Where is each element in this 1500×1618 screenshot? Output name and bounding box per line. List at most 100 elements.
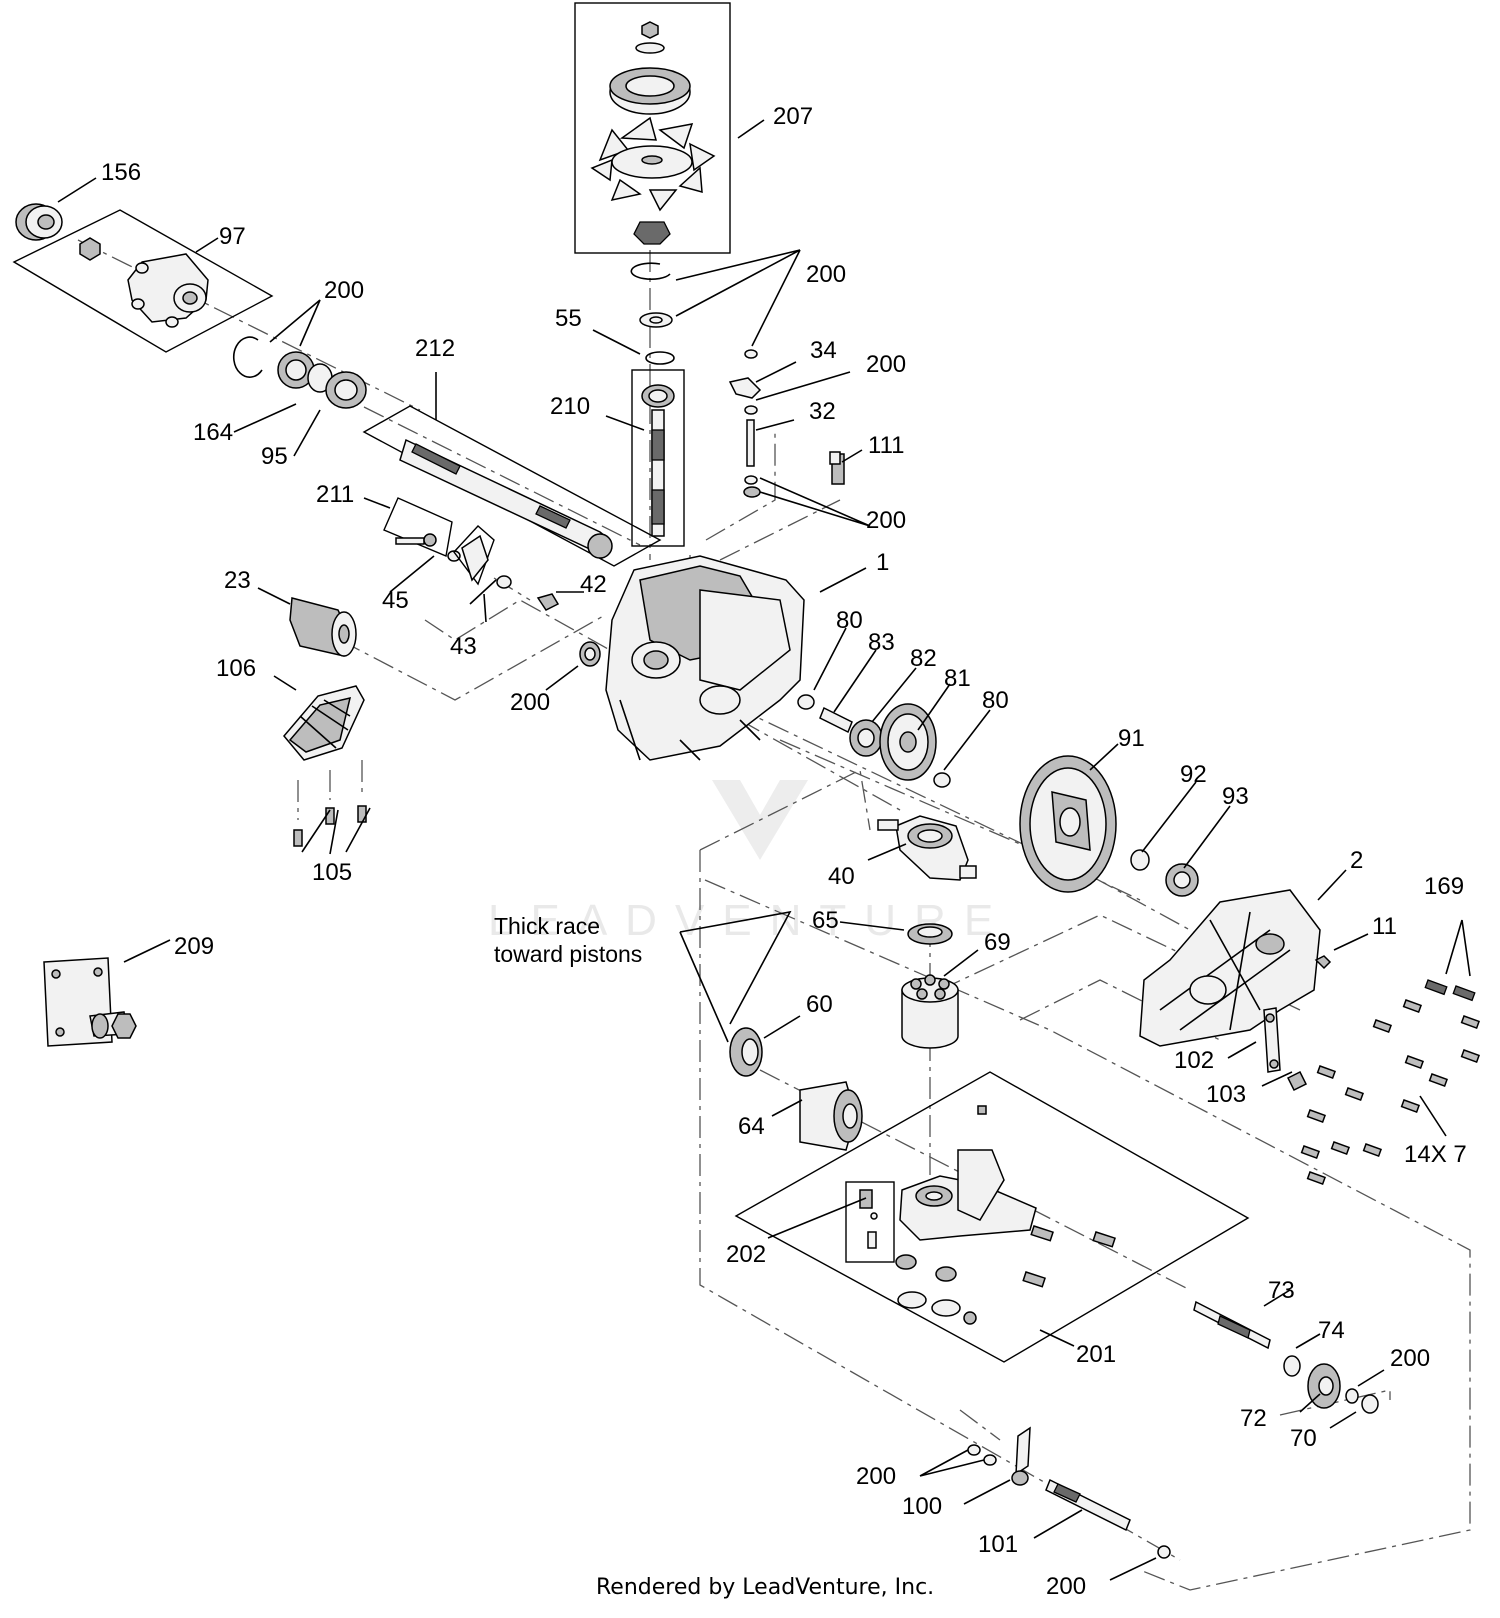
part-105-screws: [293, 760, 367, 847]
callout-211: 211: [316, 481, 354, 508]
part-34-arm: [728, 377, 762, 415]
callout-106: 106: [216, 655, 256, 682]
callout-45: 45: [382, 587, 409, 614]
part-23-filter: [289, 597, 357, 657]
part-200-ring-f: [1345, 1388, 1359, 1404]
callout-201: 201: [1076, 1341, 1116, 1368]
callout-156: 156: [101, 159, 141, 186]
part-200-seal-housing: [579, 641, 601, 667]
part-65-thrust-bearing: [907, 923, 953, 945]
callout-81: 81: [944, 665, 971, 692]
part-212-axle-shaft: [362, 405, 662, 567]
part-103-spring: [1286, 1070, 1308, 1092]
callout-labels: 207 156 97 200 200 55 34 200 212 210 32 …: [101, 103, 1467, 1600]
part-cover-bolts: [1300, 979, 1480, 1186]
callout-2: 2: [1350, 847, 1363, 874]
callout-32: 32: [809, 398, 836, 425]
callout-95: 95: [261, 443, 288, 470]
callout-73: 73: [1268, 1277, 1295, 1304]
callout-42: 42: [580, 571, 607, 598]
part-101-shaft: [1045, 1478, 1131, 1532]
callout-40: 40: [828, 863, 855, 890]
part-100-arm: [1011, 1426, 1031, 1486]
part-202-valve-kit: [845, 1181, 895, 1263]
callout-169: 169: [1424, 873, 1464, 900]
callout-80-b: 80: [982, 687, 1009, 714]
callout-200-h: 200: [1046, 1573, 1086, 1600]
part-60-thrust-bearing: [729, 1027, 763, 1077]
part-97-hub-kit: [12, 209, 274, 353]
part-201-center-section-kit: [734, 1071, 1250, 1363]
callout-210: 210: [550, 393, 590, 420]
callout-1: 1: [876, 549, 889, 576]
callout-72: 72: [1240, 1405, 1267, 1432]
assembly-guide-lines: [77, 239, 1471, 1591]
part-2-housing-cover: [1139, 889, 1321, 1047]
part-102-arm: [1263, 1007, 1281, 1073]
part-111-sensor: [829, 451, 845, 485]
callout-200-e: 200: [510, 689, 550, 716]
leader-lines: [57, 119, 1471, 1581]
callout-93: 93: [1222, 783, 1249, 810]
callout-100: 100: [902, 1493, 942, 1520]
part-83-pin: [819, 706, 853, 734]
part-82-pinion: [849, 719, 883, 757]
part-95-bearing: [307, 363, 367, 409]
part-retaining-ring-a: [232, 336, 263, 378]
part-164-bearing: [277, 351, 315, 389]
part-70-washer: [1361, 1394, 1379, 1414]
callout-23: 23: [224, 567, 251, 594]
part-1-main-housing: [605, 555, 805, 761]
part-11-plug: [1314, 955, 1332, 970]
part-40-swashplate: [877, 815, 977, 881]
footer-credit: Rendered by LeadVenture, Inc.: [596, 1575, 934, 1600]
callout-200-f: 200: [1390, 1345, 1430, 1372]
callout-207: 207: [773, 103, 813, 130]
callout-70: 70: [1290, 1425, 1317, 1452]
part-106-guard: [283, 685, 365, 761]
callout-14x7: 14X 7: [1404, 1141, 1467, 1168]
part-91-bull-gear: [1019, 755, 1117, 893]
callout-200-d: 200: [866, 507, 906, 534]
part-32-pin: [743, 419, 761, 498]
note-line-2: toward pistons: [494, 941, 642, 967]
part-93-bearing: [1165, 863, 1199, 897]
part-80-washer-b: [933, 772, 951, 788]
part-211-kit: [383, 497, 495, 586]
callout-83: 83: [868, 629, 895, 656]
part-210-input-shaft: [631, 369, 685, 547]
callout-209: 209: [174, 933, 214, 960]
callout-69: 69: [984, 929, 1011, 956]
callout-60: 60: [806, 991, 833, 1018]
callout-80-a: 80: [836, 607, 863, 634]
callout-105: 105: [312, 859, 352, 886]
callout-91: 91: [1118, 725, 1145, 752]
part-80-washer-a: [797, 694, 815, 710]
callout-11: 11: [1372, 913, 1397, 940]
callout-212: 212: [415, 335, 455, 362]
part-43-washer: [496, 575, 512, 589]
callout-200-a: 200: [324, 277, 364, 304]
callout-111: 111: [868, 432, 904, 459]
callout-101: 101: [978, 1531, 1018, 1558]
part-92-washer: [1130, 849, 1150, 871]
callout-200-b: 200: [806, 261, 846, 288]
part-42-fitting: [536, 593, 560, 611]
part-64-pump-block: [799, 1081, 863, 1151]
callout-43: 43: [450, 633, 477, 660]
part-73-shaft: [1193, 1300, 1271, 1350]
part-209-bracket: [43, 957, 137, 1047]
callout-102: 102: [1174, 1047, 1214, 1074]
callout-200-c: 200: [866, 351, 906, 378]
part-156-bearing: [15, 203, 63, 241]
callout-64: 64: [738, 1113, 765, 1140]
part-200-rings-upper: [630, 262, 758, 365]
callout-92: 92: [1180, 761, 1207, 788]
callout-200-g: 200: [856, 1463, 896, 1490]
part-69-motor-block: [901, 974, 959, 1049]
callout-34: 34: [810, 337, 837, 364]
part-200-rings-lower: [967, 1444, 997, 1466]
callout-202: 202: [726, 1241, 766, 1268]
